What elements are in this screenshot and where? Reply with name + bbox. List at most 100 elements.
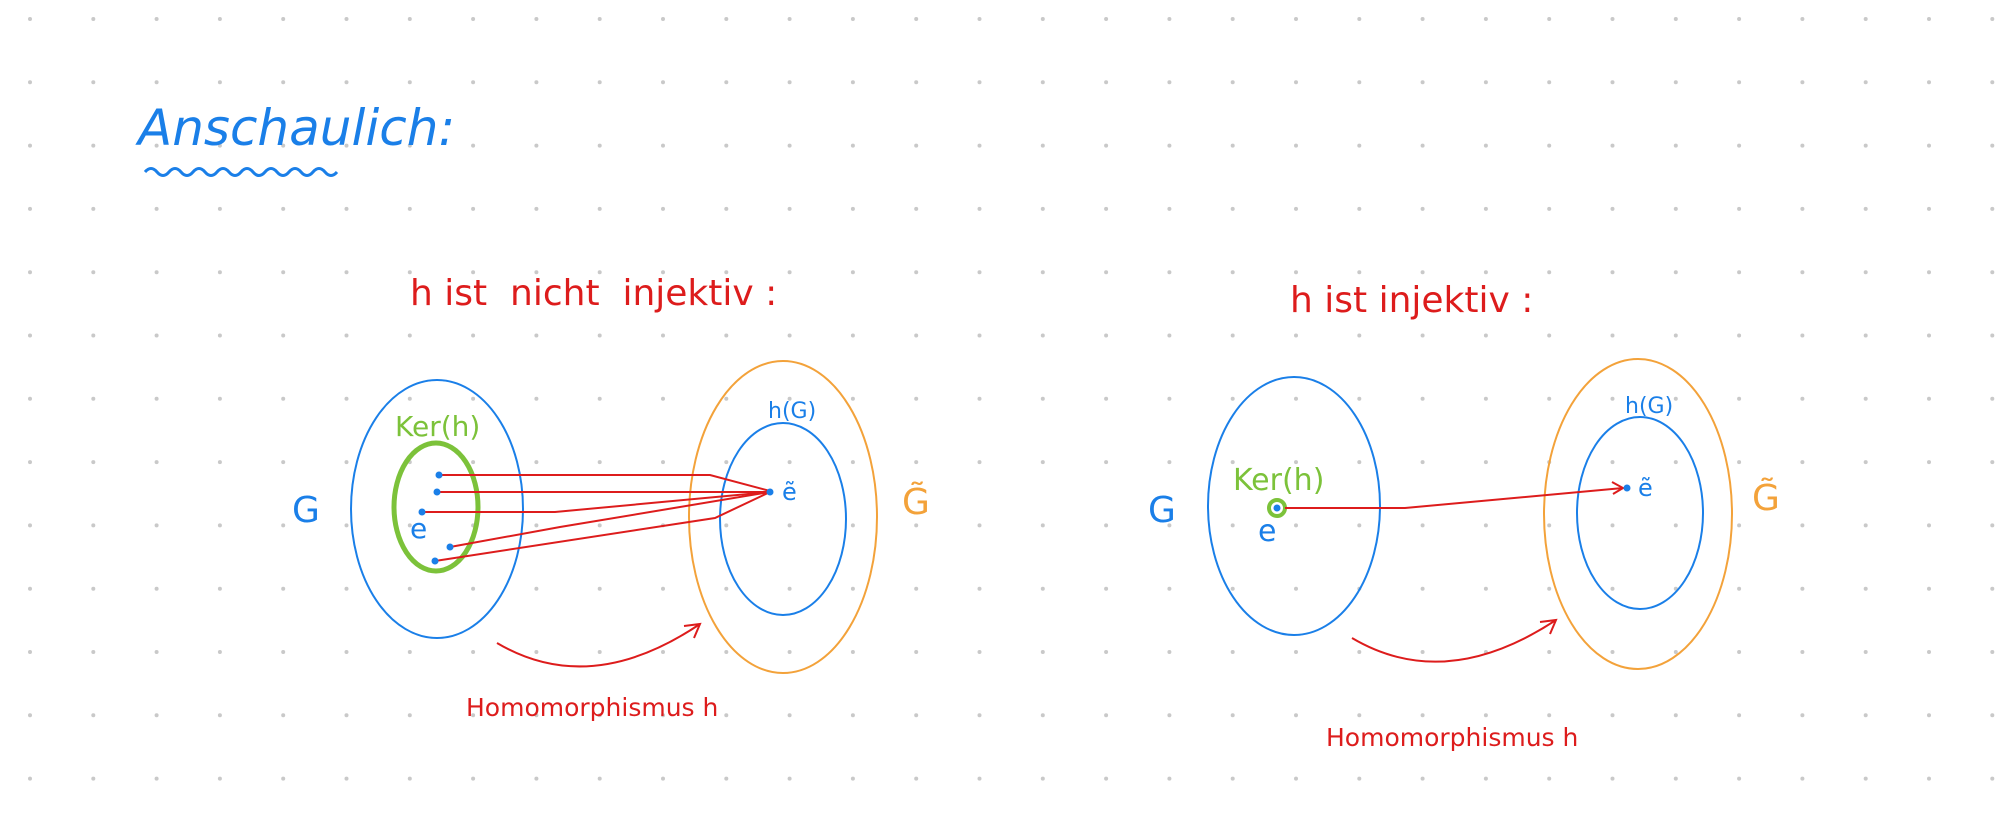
grid-dot <box>850 523 855 528</box>
grid-dot <box>91 586 96 591</box>
grid-dot <box>1167 270 1172 275</box>
grid-dot <box>344 17 349 21</box>
grid-dot <box>787 333 792 338</box>
grid-dot <box>1800 586 1805 591</box>
grid-dot <box>787 143 792 148</box>
grid-dot <box>850 143 855 148</box>
grid-dot <box>344 650 349 654</box>
grid-dot <box>281 143 286 148</box>
left-label-e: e <box>410 512 427 545</box>
left-title: h ist nicht injektiv : <box>410 273 777 314</box>
right-homomorphism-arrow <box>1351 619 1557 663</box>
grid-dot <box>1990 586 1995 591</box>
grid-dot <box>724 80 729 85</box>
grid-dot <box>1040 333 1045 338</box>
grid-dot <box>154 17 159 21</box>
right-image-ellipse <box>1576 416 1704 610</box>
grid-dot <box>1863 713 1868 718</box>
grid-dot <box>724 523 729 528</box>
grid-dot <box>850 17 855 21</box>
grid-dot <box>1040 270 1045 275</box>
grid-dot <box>1040 713 1045 718</box>
grid-dot <box>661 206 665 211</box>
grid-dot <box>1420 396 1425 401</box>
grid-dot <box>914 713 919 718</box>
grid-dot <box>1104 586 1109 591</box>
left-label-kernel: Ker(h) <box>395 410 480 443</box>
grid-dot <box>1483 776 1488 781</box>
grid-dot <box>1610 460 1615 465</box>
grid-dot <box>597 650 602 654</box>
grid-dot <box>534 143 539 148</box>
left-map-line <box>449 491 771 548</box>
grid-dot <box>1737 776 1742 781</box>
grid-dot <box>850 460 855 465</box>
grid-dot <box>154 523 159 528</box>
grid-dot <box>1737 396 1742 401</box>
grid-dot <box>977 776 982 781</box>
grid-dot <box>1357 206 1362 211</box>
grid-dot <box>597 523 602 528</box>
grid-dot <box>661 713 665 718</box>
grid-dot <box>1737 17 1742 21</box>
grid-dot <box>407 713 412 718</box>
grid-dot <box>281 523 286 528</box>
grid-dot <box>1547 650 1552 654</box>
grid-dot <box>1610 206 1615 211</box>
grid-dot <box>1990 396 1995 401</box>
grid-dot <box>1357 270 1362 275</box>
grid-dot <box>1294 650 1298 654</box>
grid-dot <box>471 17 476 21</box>
dot-grid-background <box>28 17 1995 781</box>
grid-dot <box>281 206 286 211</box>
grid-dot <box>977 206 982 211</box>
grid-dot <box>1863 333 1868 338</box>
grid-dot <box>1863 586 1868 591</box>
grid-dot <box>1357 713 1362 718</box>
grid-dot <box>1610 17 1615 21</box>
grid-dot <box>1420 206 1425 211</box>
left-group-G-ellipse <box>350 379 524 639</box>
grid-dot <box>28 460 32 465</box>
grid-dot <box>281 776 286 781</box>
grid-dot <box>28 586 32 591</box>
grid-dot <box>661 460 665 465</box>
grid-dot <box>91 650 96 654</box>
grid-dot <box>91 143 96 148</box>
grid-dot <box>597 80 602 85</box>
grid-dot <box>1104 333 1109 338</box>
grid-dot <box>850 650 855 654</box>
grid-dot <box>407 396 412 401</box>
grid-dot <box>1294 80 1298 85</box>
grid-dot <box>1800 650 1805 654</box>
grid-dot <box>1420 713 1425 718</box>
heading-group: Anschaulich: <box>135 99 455 177</box>
grid-dot <box>1737 270 1742 275</box>
kernel-element-point <box>446 543 454 551</box>
grid-dot <box>1167 776 1172 781</box>
grid-dot <box>977 396 982 401</box>
grid-dot <box>28 333 32 338</box>
grid-dot <box>977 143 982 148</box>
grid-dot <box>344 206 349 211</box>
grid-dot <box>1167 143 1172 148</box>
grid-dot <box>850 80 855 85</box>
grid-dot <box>1800 460 1805 465</box>
grid-dot <box>1610 396 1615 401</box>
grid-dot <box>471 80 476 85</box>
grid-dot <box>407 270 412 275</box>
grid-dot <box>1040 586 1045 591</box>
grid-dot <box>154 713 159 718</box>
grid-dot <box>217 650 222 654</box>
grid-dot <box>1927 17 1931 21</box>
grid-dot <box>1863 80 1868 85</box>
grid-dot <box>1483 333 1488 338</box>
grid-dot <box>1737 650 1742 654</box>
grid-dot <box>1040 80 1045 85</box>
grid-dot <box>344 333 349 338</box>
grid-dot <box>597 713 602 718</box>
grid-dot <box>1167 206 1172 211</box>
grid-dot <box>534 80 539 85</box>
grid-dot <box>1483 460 1488 465</box>
grid-dot <box>1610 80 1615 85</box>
